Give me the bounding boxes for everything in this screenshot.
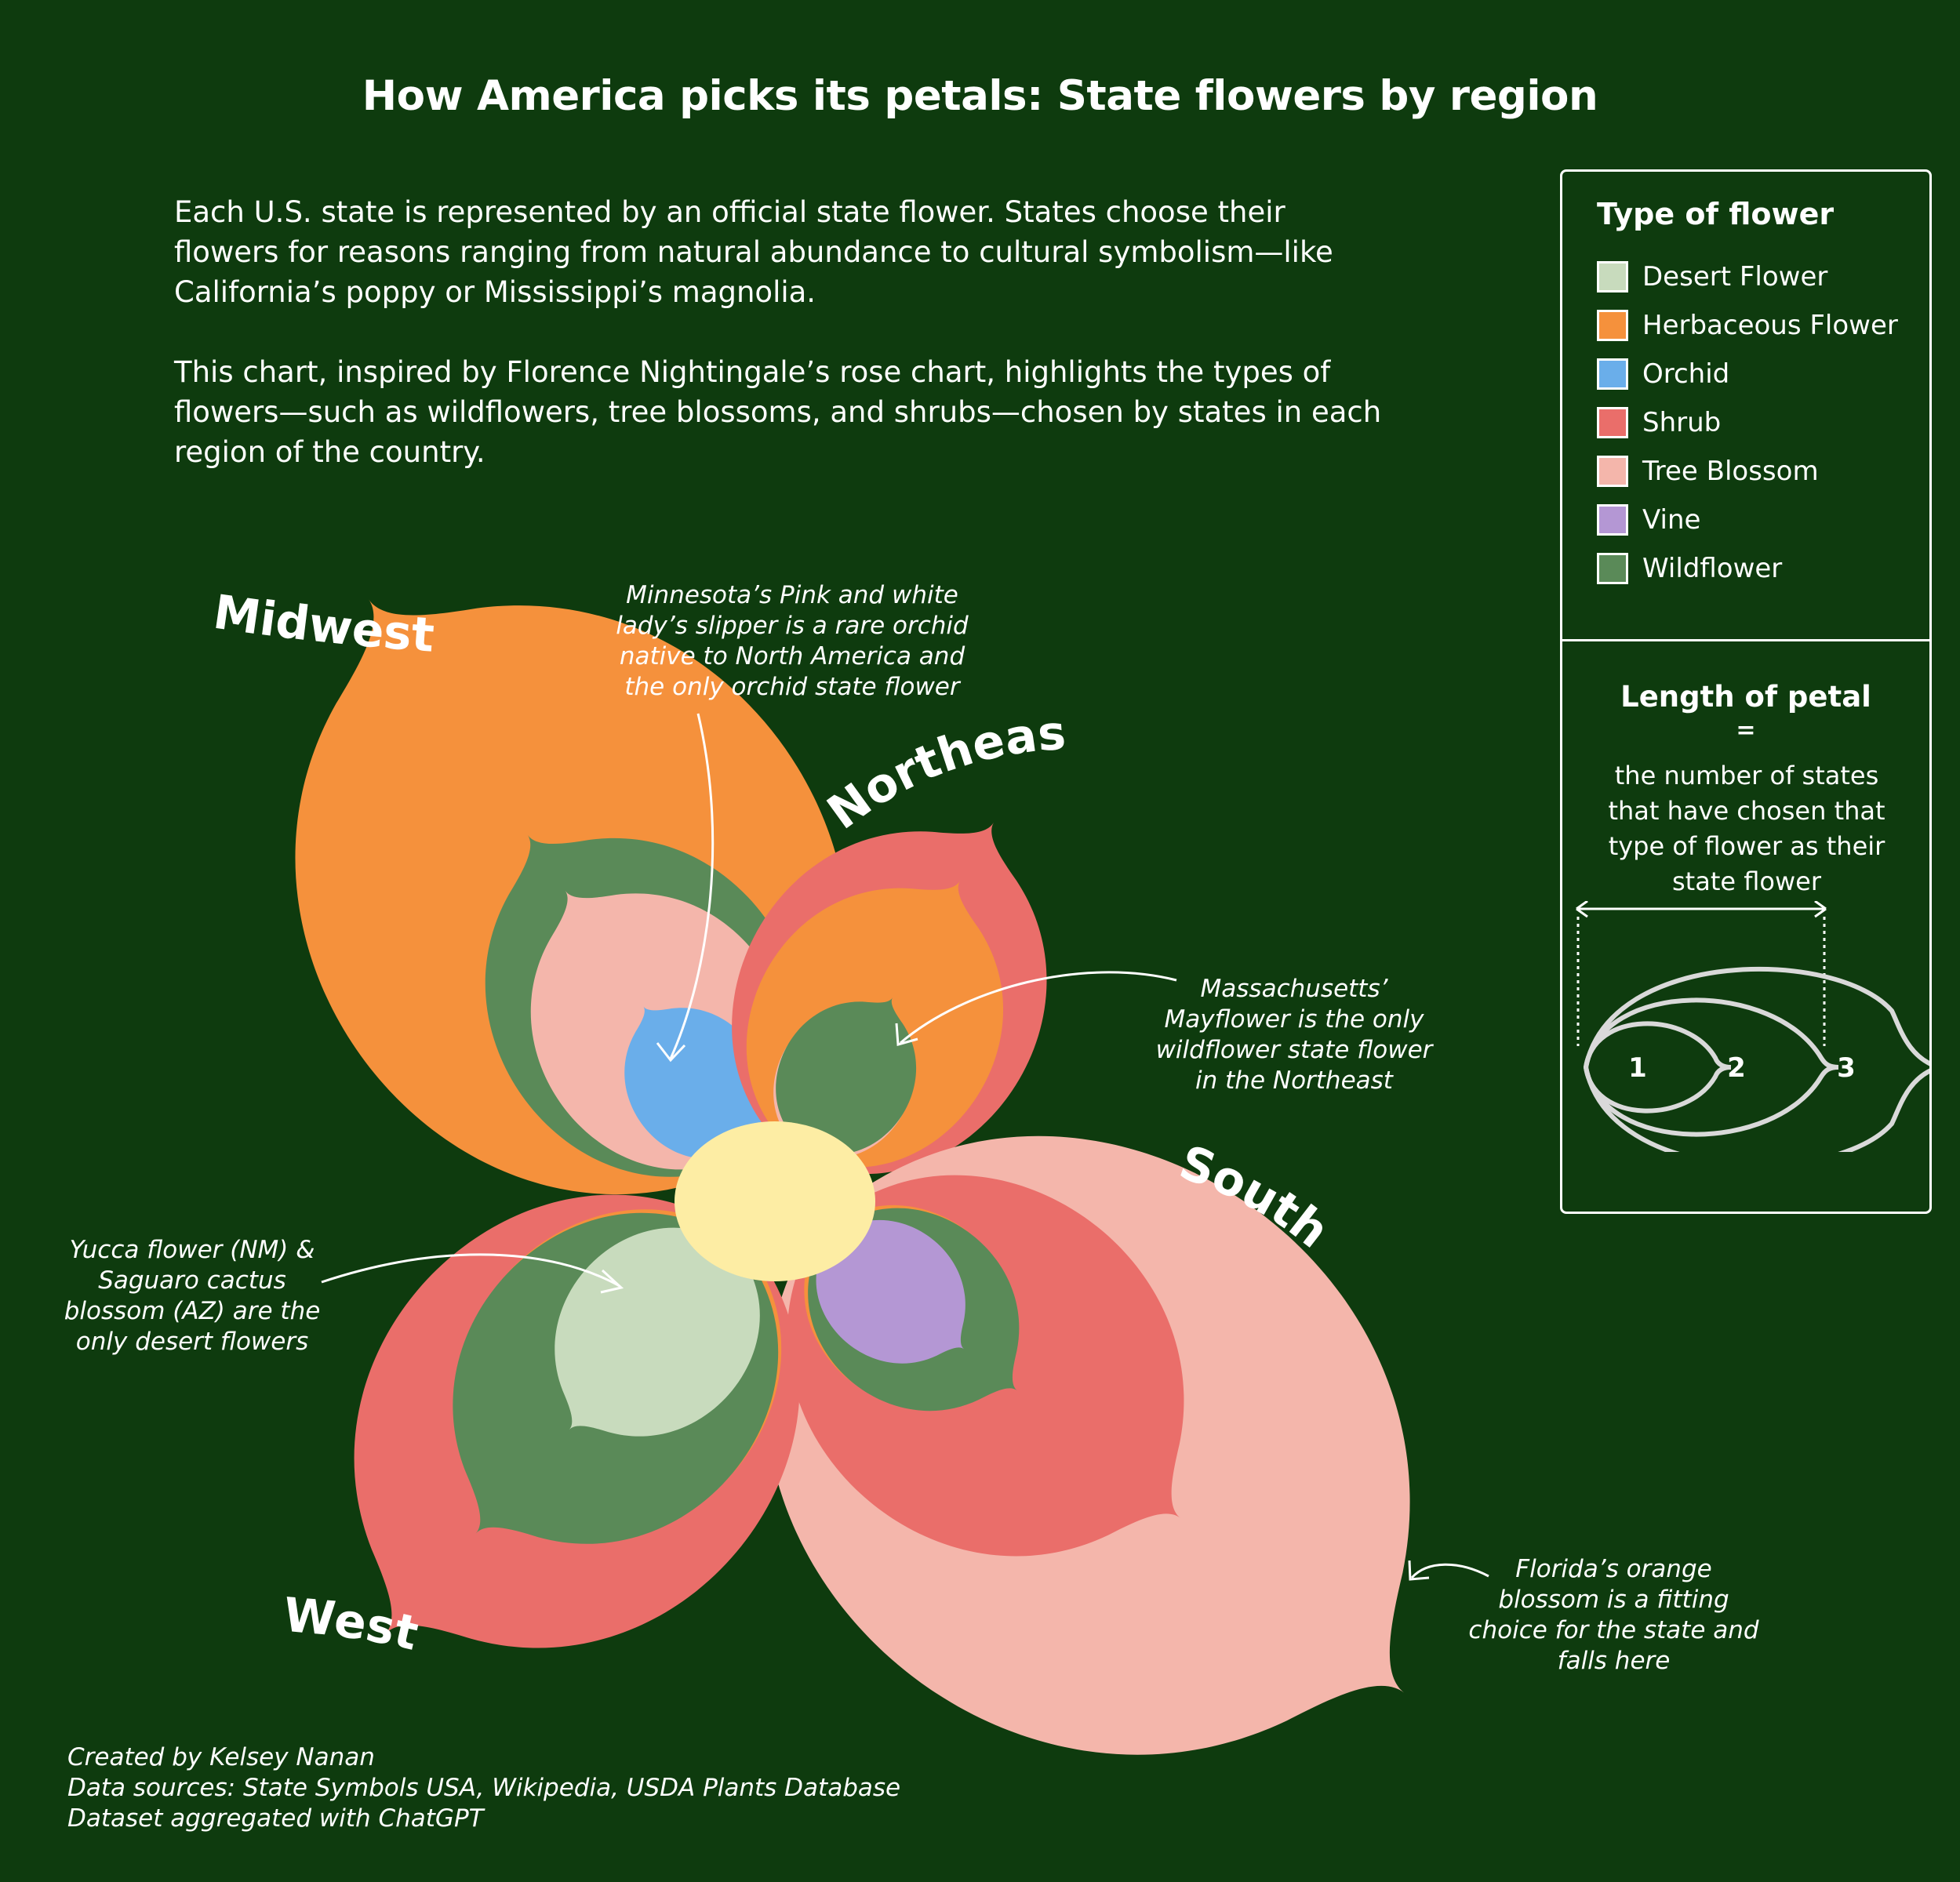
arrow-minnesota-head	[656, 1042, 686, 1063]
legend-divider	[1562, 639, 1929, 641]
petal-northeast-wildflower	[776, 997, 917, 1154]
legend-swatch	[1597, 310, 1628, 341]
annotation-arrows	[321, 713, 1489, 1581]
key-petal-1	[1583, 1021, 1732, 1114]
legend-item: Tree Blossom	[1597, 454, 1819, 489]
legend-swatch	[1597, 358, 1628, 390]
legend-label: Orchid	[1642, 358, 1730, 390]
annotation-yucca: Yucca flower (NM) & Saguaro cactus bloss…	[64, 1236, 321, 1356]
chart-title: How America picks its petals: State flow…	[362, 72, 1598, 120]
key-petal-2	[1583, 997, 1839, 1137]
key-petal-3	[1583, 966, 1929, 1152]
legend-label: Shrub	[1642, 407, 1722, 438]
annotation-florida: Florida’s orange blossom is a fitting ch…	[1468, 1555, 1759, 1675]
arrow-florida	[1410, 1563, 1489, 1579]
credit-sources: Data sources: State Symbols USA, Wikiped…	[67, 1774, 901, 1802]
legend-item: Vine	[1597, 503, 1700, 537]
legend-swatch	[1597, 456, 1628, 487]
length-arrow-line	[1576, 901, 1827, 918]
legend-item: Wildflower	[1597, 551, 1782, 586]
legend-label: Vine	[1642, 504, 1701, 536]
arrow-yucca	[321, 1253, 620, 1288]
annotation-massachusetts: Massachusetts’ Mayflower is the only wil…	[1155, 975, 1433, 1095]
legend-title: Type of flower	[1597, 197, 1835, 231]
arrow-florida-head	[1408, 1560, 1430, 1581]
petal-south-vine	[816, 1219, 965, 1364]
flower-center	[675, 1121, 875, 1281]
petal-length-key: 1 2 3	[1576, 901, 1929, 1152]
arrow-massachusetts-head	[895, 1023, 918, 1046]
arrow-massachusetts	[900, 971, 1177, 1045]
key-label-3: 3	[1837, 1052, 1856, 1084]
credits: Created by Kelsey Nanan Data sources: St…	[67, 1742, 900, 1834]
length-description: the number of states that have chosen th…	[1608, 761, 1885, 896]
legend-item: Orchid	[1597, 357, 1729, 391]
intro-paragraph-2: This chart, inspired by Florence Nightin…	[174, 355, 1382, 469]
legend-item: Desert Flower	[1597, 260, 1827, 294]
length-equals: =	[1736, 717, 1756, 744]
intro-text: Each U.S. state is represented by an off…	[174, 192, 1398, 512]
legend-label: Tree Blossom	[1642, 456, 1819, 487]
credit-aggregation: Dataset aggregated with ChatGPT	[67, 1804, 484, 1833]
arrow-minnesota	[669, 713, 715, 1059]
credit-author: Created by Kelsey Nanan	[67, 1743, 375, 1771]
legend-item: Herbaceous Flower	[1597, 308, 1898, 343]
legend-swatch	[1597, 504, 1628, 536]
legend-label: Desert Flower	[1642, 261, 1828, 292]
key-label-2: 2	[1727, 1052, 1746, 1084]
petal-midwest-orchid	[624, 1006, 767, 1159]
intro-paragraph-1: Each U.S. state is represented by an off…	[174, 195, 1333, 309]
key-label-1: 1	[1628, 1052, 1647, 1084]
petals-layer	[295, 599, 1410, 1755]
legend-swatch	[1597, 407, 1628, 438]
legend-swatch	[1597, 553, 1628, 584]
legend-label: Wildflower	[1642, 553, 1783, 584]
arrow-yucca-head	[600, 1269, 624, 1294]
annotation-minnesota: Minnesota’s Pink and white lady’s slippe…	[616, 581, 969, 701]
legend-item: Shrub	[1597, 405, 1721, 440]
legend-label: Herbaceous Flower	[1642, 310, 1898, 341]
legend-swatch	[1597, 261, 1628, 292]
length-title: Length of petal	[1620, 680, 1871, 714]
region-label-midwest: Midwest	[210, 585, 436, 663]
